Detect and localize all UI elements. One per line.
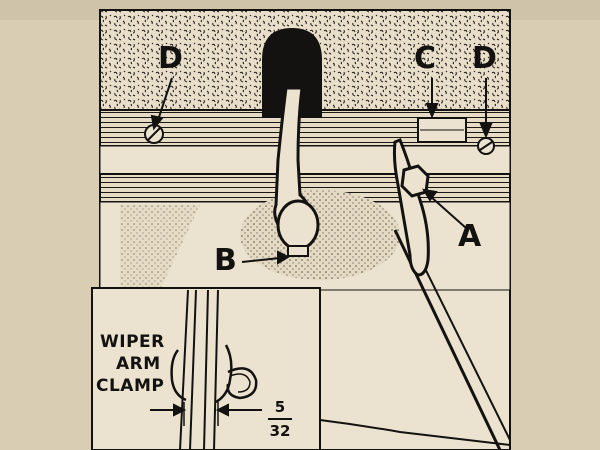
- hub-shadow: [240, 190, 400, 280]
- label-b: B: [214, 243, 237, 278]
- left-shadow: [120, 205, 200, 290]
- leader-d-left: [150, 77, 173, 131]
- caption-line-3: CLAMP: [96, 376, 165, 396]
- caption-line-2: ARM: [116, 354, 161, 374]
- leader-b: [241, 250, 291, 265]
- clearance-dimension: [150, 402, 262, 426]
- wiper-arm-clamp: [170, 289, 258, 450]
- arm-b-knob: [276, 199, 320, 251]
- leader-c: [425, 78, 439, 119]
- clearance-denominator: 32: [269, 422, 291, 440]
- leader-d-right: [479, 78, 493, 139]
- rail-gap: [99, 145, 511, 175]
- label-c: C: [414, 41, 437, 76]
- arm-b-nut: [287, 245, 309, 257]
- leader-a: [422, 188, 467, 229]
- spindle-bracket: [262, 28, 322, 118]
- label-d-left: D: [158, 41, 183, 76]
- caption-line-1: WIPER: [100, 332, 165, 352]
- label-a: A: [458, 219, 482, 254]
- clearance-numerator: 5: [274, 398, 286, 416]
- arm-edge: [319, 419, 511, 446]
- label-d-right: D: [472, 41, 497, 76]
